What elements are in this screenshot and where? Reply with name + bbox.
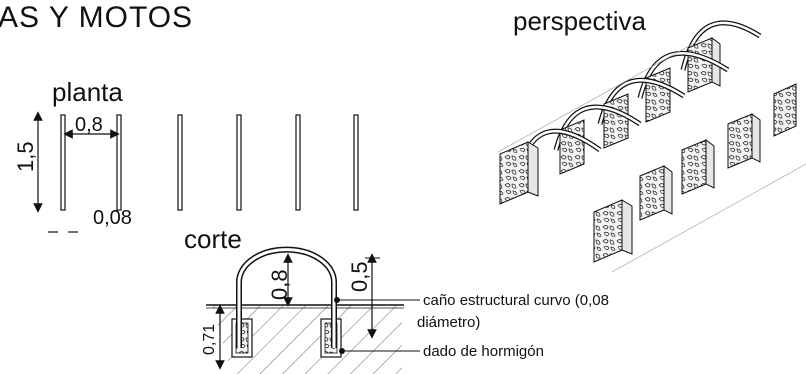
sheet-title: AS Y MOTOS bbox=[0, 1, 193, 34]
plan-view-title: planta bbox=[52, 77, 123, 107]
pipe-note-line1: caño estructural curvo (0,08 bbox=[423, 292, 609, 309]
section-radius-dimension: 0,8 bbox=[267, 253, 293, 307]
section-view-title: corte bbox=[184, 224, 242, 254]
perspective-drawing bbox=[486, 20, 806, 273]
section-depth-dimension: 0,71 bbox=[201, 304, 225, 370]
plan-height-dimension: 1,5 bbox=[13, 111, 43, 213]
section-depth-label: 0,71 bbox=[201, 324, 218, 355]
section-height-label: 0,5 bbox=[347, 261, 372, 292]
plan-spacing-dimension: 0,8 bbox=[63, 114, 120, 139]
plan-spacing-label: 0,8 bbox=[75, 114, 103, 136]
section-drawing bbox=[206, 246, 404, 374]
plan-height-label: 1,5 bbox=[13, 141, 38, 172]
perspective-view-title: perspectiva bbox=[513, 6, 646, 36]
plan-rack-bars bbox=[60, 114, 359, 211]
plan-thickness-label: 0,08 bbox=[93, 207, 132, 229]
pipe-note-line2: diámetro) bbox=[417, 314, 480, 331]
section-annotations: caño estructural curvo (0,08 diámetro) d… bbox=[340, 292, 609, 360]
section-height-dimension: 0,5 bbox=[347, 253, 380, 339]
plan-thickness-dimension: 0,08 bbox=[48, 207, 132, 233]
section-radius-label: 0,8 bbox=[267, 269, 292, 300]
block-note: dado de hormigón bbox=[423, 343, 544, 360]
